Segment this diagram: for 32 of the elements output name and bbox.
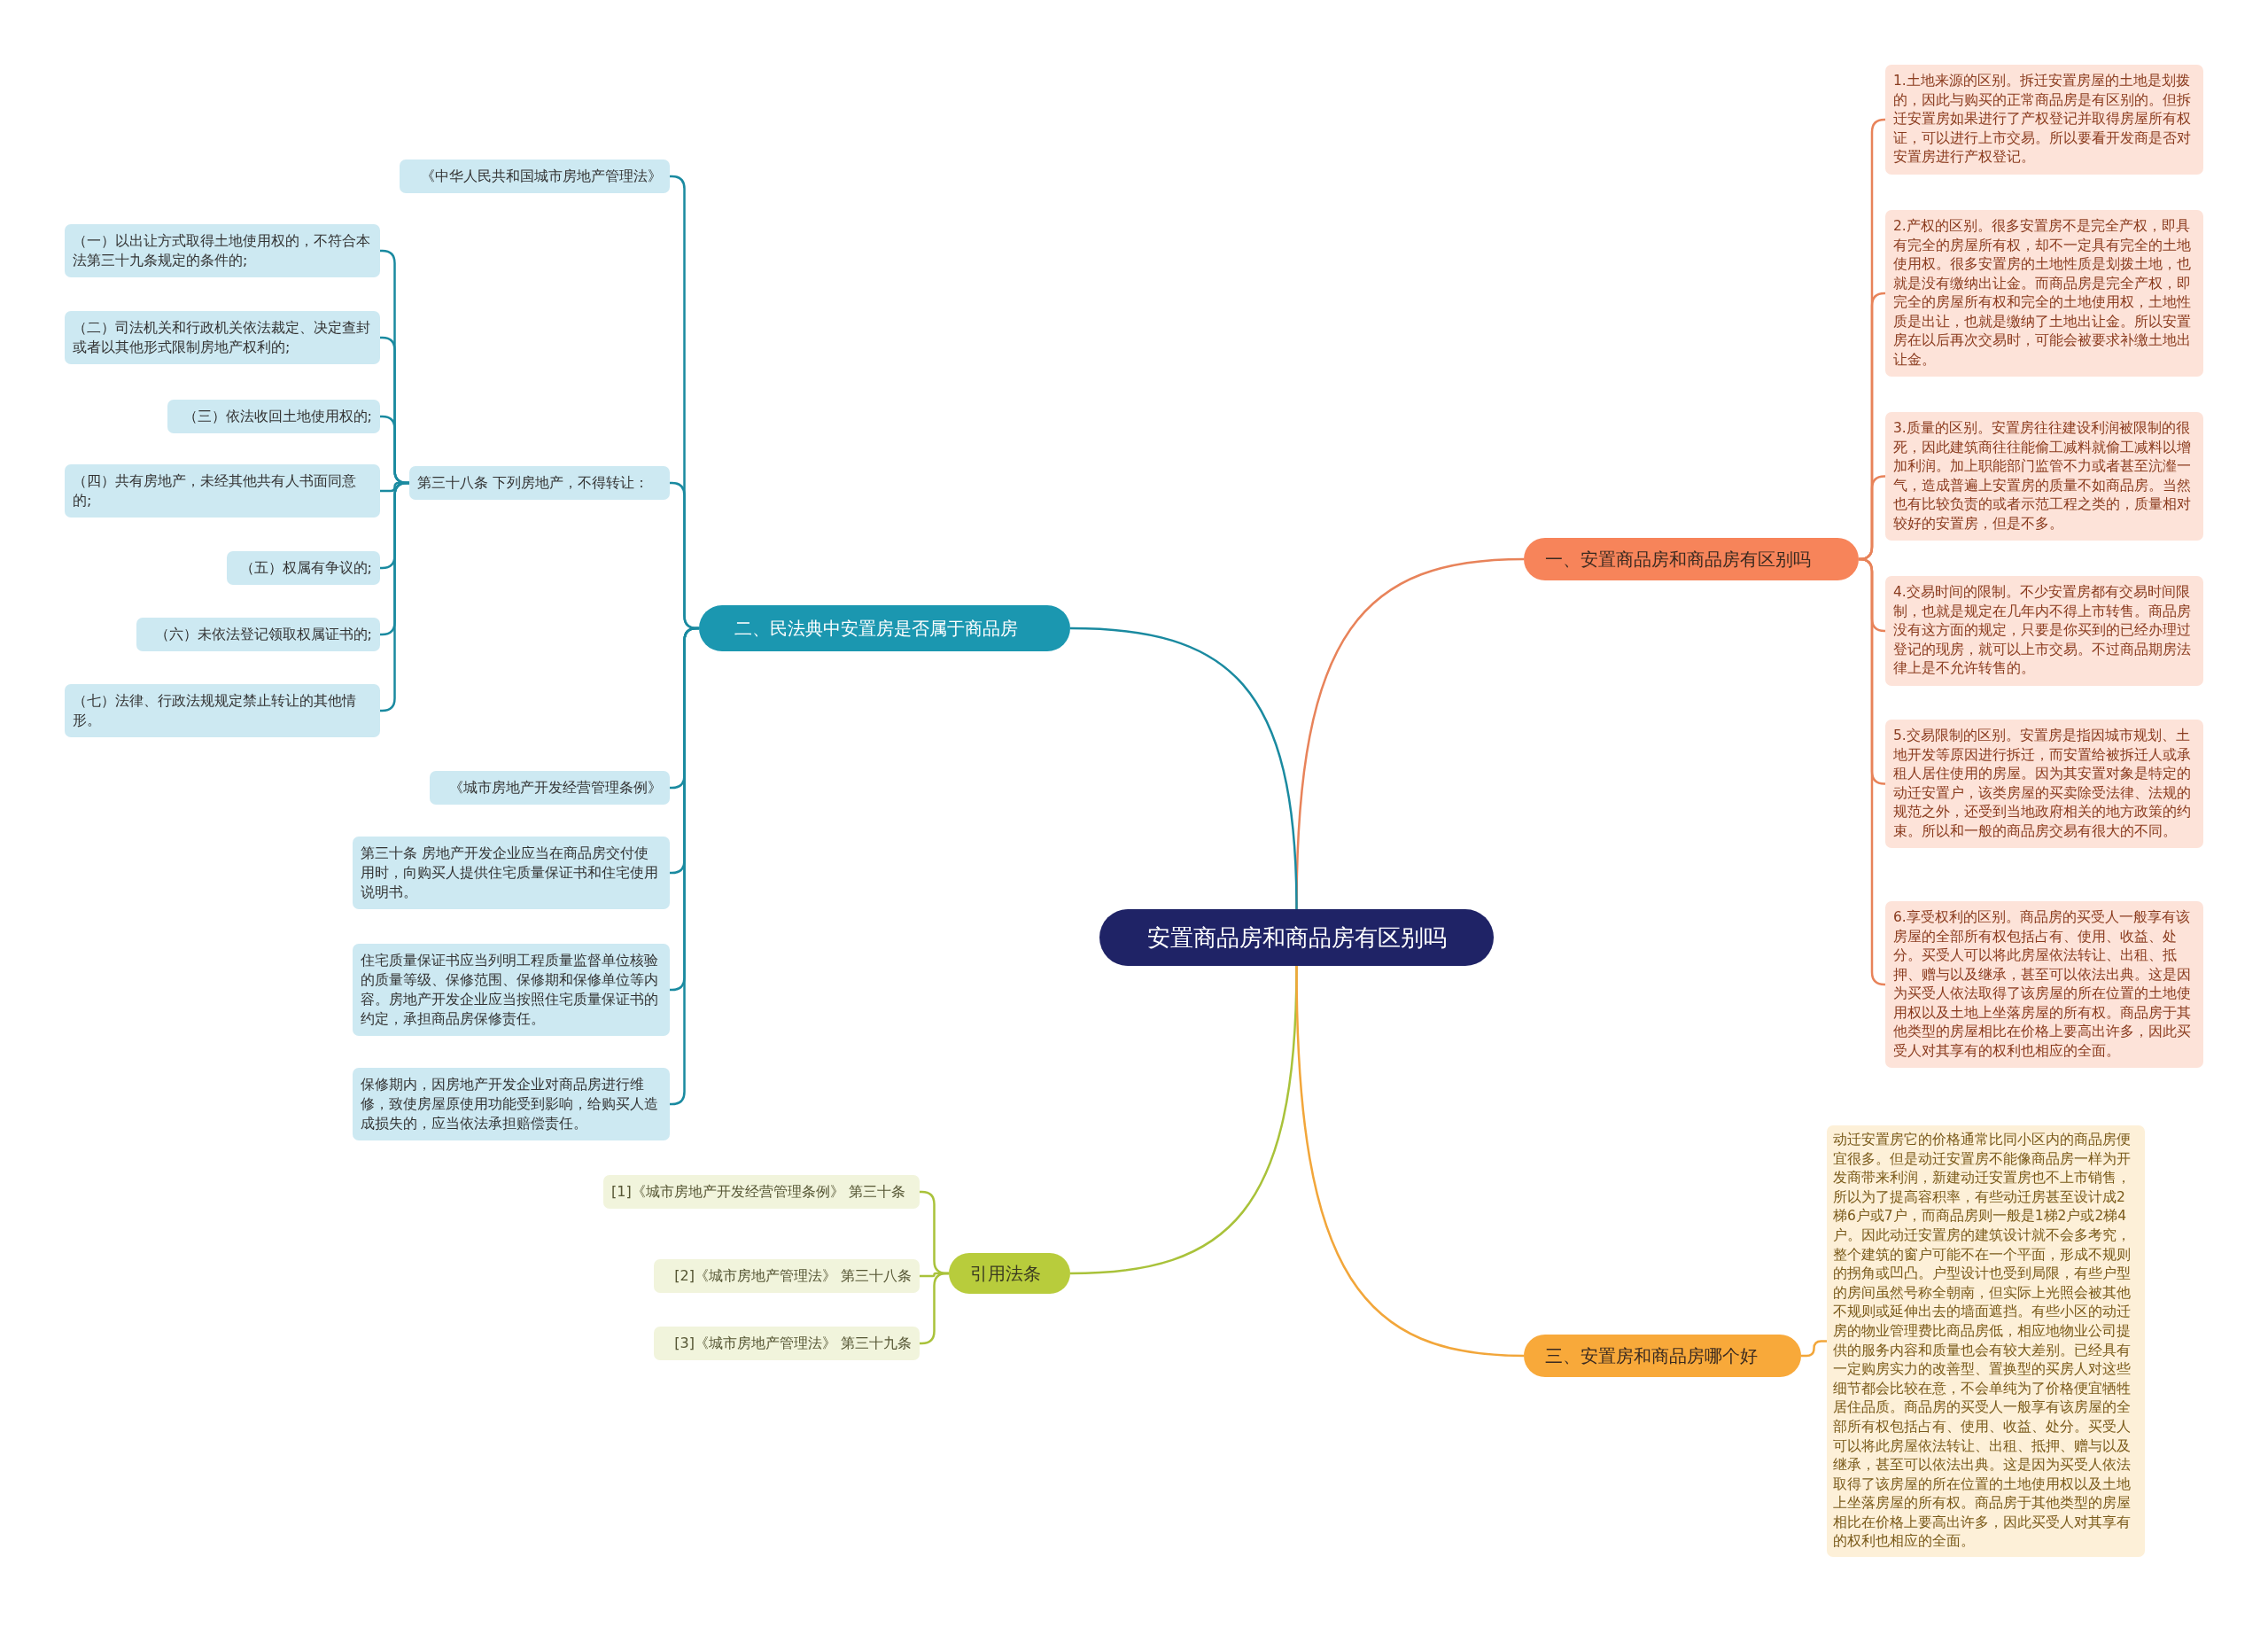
central-topic: 安置商品房和商品房有区别吗 bbox=[1099, 909, 1494, 966]
text-card: 6.享受权利的区别。商品房的买受人一般享有该房屋的全部所有权包括占有、使用、收益、处分。买受人可以将此房屋依法转让、出租、抵押、赠与以及继承，甚至可以依法出典。这是因为买受人依法取得了该房屋的所在位置的土地使用权以及土地上坐落房屋的所有权。商品房于其他类型的房屋相比在价格上要高出许多，因此买受人对其享有的权利也相应的全面。 bbox=[1885, 901, 2203, 1068]
text-card: 第三十八条 下列房地产，不得转让： bbox=[409, 466, 670, 500]
connector-line bbox=[1801, 1340, 1827, 1358]
text-card: （四）共有房地产，未经其他共有人书面同意的; bbox=[65, 464, 380, 518]
text-card: （六）未依法登记领取权属证书的; bbox=[136, 618, 380, 651]
branch-topic: 三、安置房和商品房哪个好 bbox=[1524, 1335, 1801, 1377]
text-card: [2]《城市房地产管理法》 第三十八条 bbox=[654, 1259, 920, 1293]
text-card: （二）司法机关和行政机关依法裁定、决定查封或者以其他形式限制房地产权利的; bbox=[65, 311, 380, 364]
text-card: 5.交易限制的区别。安置房是指因城市规划、土地开发等原因进行拆迁，而安置给被拆迁人或承租人居住使用的房屋。因为其安置对象是特定的动迁安置户，该类房屋的买卖除受法律、法规的规范之外，还受到当地政府相关的地方政策的约束。所以和一般的商品房交易有很大的不同。 bbox=[1885, 720, 2203, 848]
text-card: 《中华人民共和国城市房地产管理法》 bbox=[400, 160, 670, 193]
text-card: 3.质量的区别。安置房往往建设利润被限制的很死，因此建筑商往往能偷工减料就偷工减料以增加利润。加上职能部门监管不力或者甚至沆瀣一气，造成普遍上安置房的质量不如商品房。当然也有比较负责的或者示范工程之类的，质量相对较好的安置房，但是不多。 bbox=[1885, 412, 2203, 541]
text-card: [3]《城市房地产管理法》 第三十九条 bbox=[654, 1327, 920, 1360]
text-card: 住宅质量保证书应当列明工程质量监督单位核验的质量等级、保修范围、保修期和保修单位等内容。房地产开发企业应当按照住宅质量保证书的约定，承担商品房保修责任。 bbox=[353, 944, 670, 1036]
connector-line bbox=[1069, 627, 1298, 910]
text-card: 4.交易时间的限制。不少安置房都有交易时间限制，也就是规定在几年内不得上市转售。商品房没有这方面的规定，只要是你买到的已经办理过登记的现房，就可以上市交易。不过商品期房法律上是不允许转售的。 bbox=[1885, 576, 2203, 686]
text-card: 《城市房地产开发经营管理条例》 bbox=[430, 771, 670, 805]
text-card: 动迁安置房它的价格通常比同小区内的商品房便宜很多。但是动迁安置房不能像商品房一样为开发商带来利润，新建动迁安置房也不上市销售，所以为了提高容积率，有些动迁房甚至设计成2梯6户或7户，而商品房则一般是1梯2户或2梯4户。因此动迁安置房的建筑设计就不会多考究，整个建筑的窗户可能不在一个平面，形成不规则的拐角或凹凸。户型设计也受到局限，有些户型的房间虽然号称全朝南，但实际上光照会被其他不规则或延伸出去的墙面遮挡。有些小区的动迁房的物业管理费比商品房低，相应地物业公司提供的服务内容和质量也会有较大差别。已经具有一定购房实力的改善型、置换型的买房人对这些细节都会比较在意，不会单纯为了价格便宜牺牲居住品质。商品房的买受人一般享有该房屋的全部所有权包括占有、使用、收益、处分。买受人可以将此房屋依法转让、出租、抵押、赠与以及继承，甚至可以依法出典。这是因为买受人依法取得了该房屋的所在位置的土地使用权以及土地上坐落房屋的所有权。商品房于其他类型的房屋相比在价格上要高出许多，因此买受人对其享有的权利也相应的全面。 bbox=[1827, 1125, 2145, 1558]
branch-topic: 一、安置商品房和商品房有区别吗 bbox=[1524, 538, 1859, 580]
text-card: 1.土地来源的区别。拆迁安置房屋的土地是划拨的，因此与购买的正常商品房是有区别的。但拆迁安置房如果进行了产权登记并取得房屋所有权证，可以进行上市交易。所以要看开发商是否对安置房进行产权登记。 bbox=[1885, 65, 2203, 175]
branch-topic: 二、民法典中安置房是否属于商品房 bbox=[699, 605, 1070, 651]
connector-line bbox=[1858, 557, 1886, 986]
text-card: （三）依法收回土地使用权的; bbox=[167, 400, 380, 433]
text-card: （七）法律、行政法规规定禁止转让的其他情形。 bbox=[65, 684, 380, 737]
text-card: （一）以出让方式取得土地使用权的，不符合本法第三十九条规定的条件的; bbox=[65, 224, 380, 277]
text-card: 保修期内，因房地产开发企业对商品房进行维修，致使房屋原使用功能受到影响，给购买人造成损失的，应当依法承担赔偿责任。 bbox=[353, 1068, 670, 1140]
connector-line bbox=[1295, 965, 1525, 1358]
text-card: 第三十条 房地产开发企业应当在商品房交付使用时，向购买人提供住宅质量保证书和住宅使用说明书。 bbox=[353, 837, 670, 909]
branch-topic: 引用法条 bbox=[949, 1253, 1070, 1294]
text-card: [1]《城市房地产开发经营管理条例》 第三十条 bbox=[603, 1175, 920, 1209]
text-card: 2.产权的区别。很多安置房不是完全产权，即具有完全的房屋所有权，却不一定具有完全的土地使用权。很多安置房的土地性质是划拨土地，也就是没有缴纳出让金。而商品房是完全产权，即完全的房屋所有权和完全的土地使用权，土地性质是出让，也就是缴纳了土地出让金。所以安置房在以后再次交易时，可能会被要求补缴土地出让金。 bbox=[1885, 210, 2203, 377]
text-card: （五）权属有争议的; bbox=[227, 551, 380, 585]
